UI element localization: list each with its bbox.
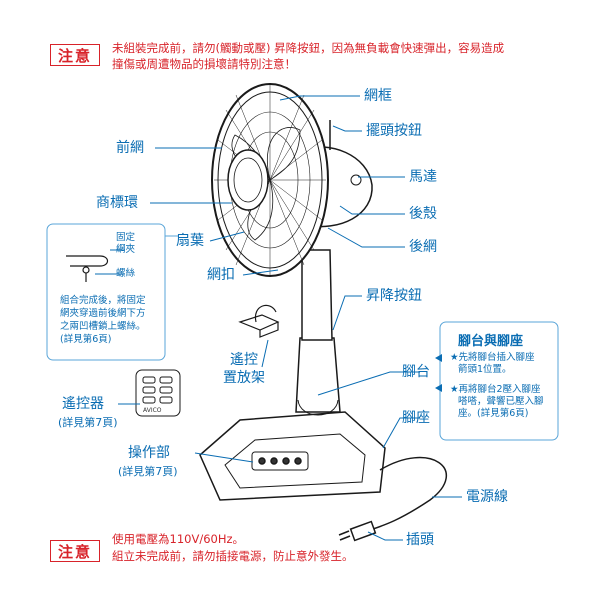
- clip-desc-3: 之兩凹槽鎖上螺絲。: [60, 321, 146, 332]
- bottom-warning-badge: 注意: [50, 540, 100, 562]
- label-base: 腳座: [402, 410, 430, 426]
- clip-desc-4: (詳見第6頁): [60, 334, 112, 345]
- label-plug: 插頭: [406, 532, 434, 548]
- label-lift-button: 昇降按鈕: [366, 288, 422, 304]
- top-warning-line-1: 未組裝完成前，請勿(觸動或壓) 昇降按鈕，因為無負載會快速彈出，容易造成: [112, 41, 505, 55]
- label-grill-frame: 網框: [364, 88, 392, 104]
- label-grill-clip: 網扣: [207, 267, 235, 283]
- label-logo-ring: 商標環: [96, 195, 138, 211]
- label-stand: 腳台: [402, 364, 430, 380]
- label-motor: 馬達: [409, 169, 437, 185]
- fan-grill-drawing: [211, 83, 329, 277]
- bottom-warning-line-1: 使用電壓為110V/60Hz。: [112, 532, 245, 546]
- stand-item1-line2: 箭頭1位置。: [458, 364, 512, 375]
- remote-drawing: [135, 369, 181, 417]
- fan-base-drawing: [199, 411, 386, 501]
- label-control-1: 操作部: [128, 445, 170, 461]
- clip-box-frame: [46, 223, 178, 361]
- fan-pole-drawing: [295, 249, 341, 416]
- label-front-grill: 前網: [116, 140, 144, 156]
- clip-drawing: [66, 255, 109, 282]
- remote-holder-drawing: [238, 304, 280, 338]
- label-remote-2: (詳見第7頁): [58, 416, 118, 429]
- power-cord-drawing: [338, 456, 447, 542]
- leader-lines: [95, 95, 462, 541]
- stand-item2-line3: 座。(詳見第6頁): [458, 408, 529, 419]
- remote-brand: AVICO: [143, 407, 162, 414]
- clip-label-screw: 螺絲: [116, 268, 136, 279]
- clip-label-fix-1: 固定: [116, 232, 136, 243]
- label-remote-holder-1: 遙控: [230, 352, 258, 368]
- top-warning-line-2: 撞傷或周遭物品的損壞請特別注意！: [112, 57, 296, 71]
- top-warning-badge: 注意: [50, 44, 100, 66]
- stand-box-title: 腳台與腳座: [458, 334, 524, 349]
- label-blade: 扇葉: [176, 233, 204, 249]
- clip-label-fix-2: 網夾: [116, 244, 136, 255]
- label-remote-holder-2: 置放架: [223, 370, 265, 386]
- stand-item1-line1: ★先將腳台插入腳座: [450, 352, 535, 363]
- stand-box-frame: [439, 321, 559, 441]
- label-power-cord: 電源線: [466, 489, 508, 505]
- label-swing-button: 擺頭按鈕: [366, 123, 422, 139]
- stand-box-arrows: [435, 354, 442, 392]
- stand-item2-line2: 嗒嗒，聲響已壓入腳: [458, 396, 544, 407]
- bottom-warning-line-2: 組立未完成前，請勿插接電源，防止意外發生。: [112, 549, 354, 563]
- label-rear-case: 後殼: [409, 206, 437, 222]
- stand-item2-line1: ★再將腳台2壓入腳座: [450, 384, 541, 395]
- clip-desc-2: 網夾穿過前後網下方: [60, 308, 146, 319]
- label-rear-grill: 後網: [409, 239, 437, 255]
- label-remote-1: 遙控器: [62, 396, 104, 412]
- label-control-2: (詳見第7頁): [118, 465, 178, 478]
- clip-desc-1: 組合完成後，將固定: [60, 295, 146, 306]
